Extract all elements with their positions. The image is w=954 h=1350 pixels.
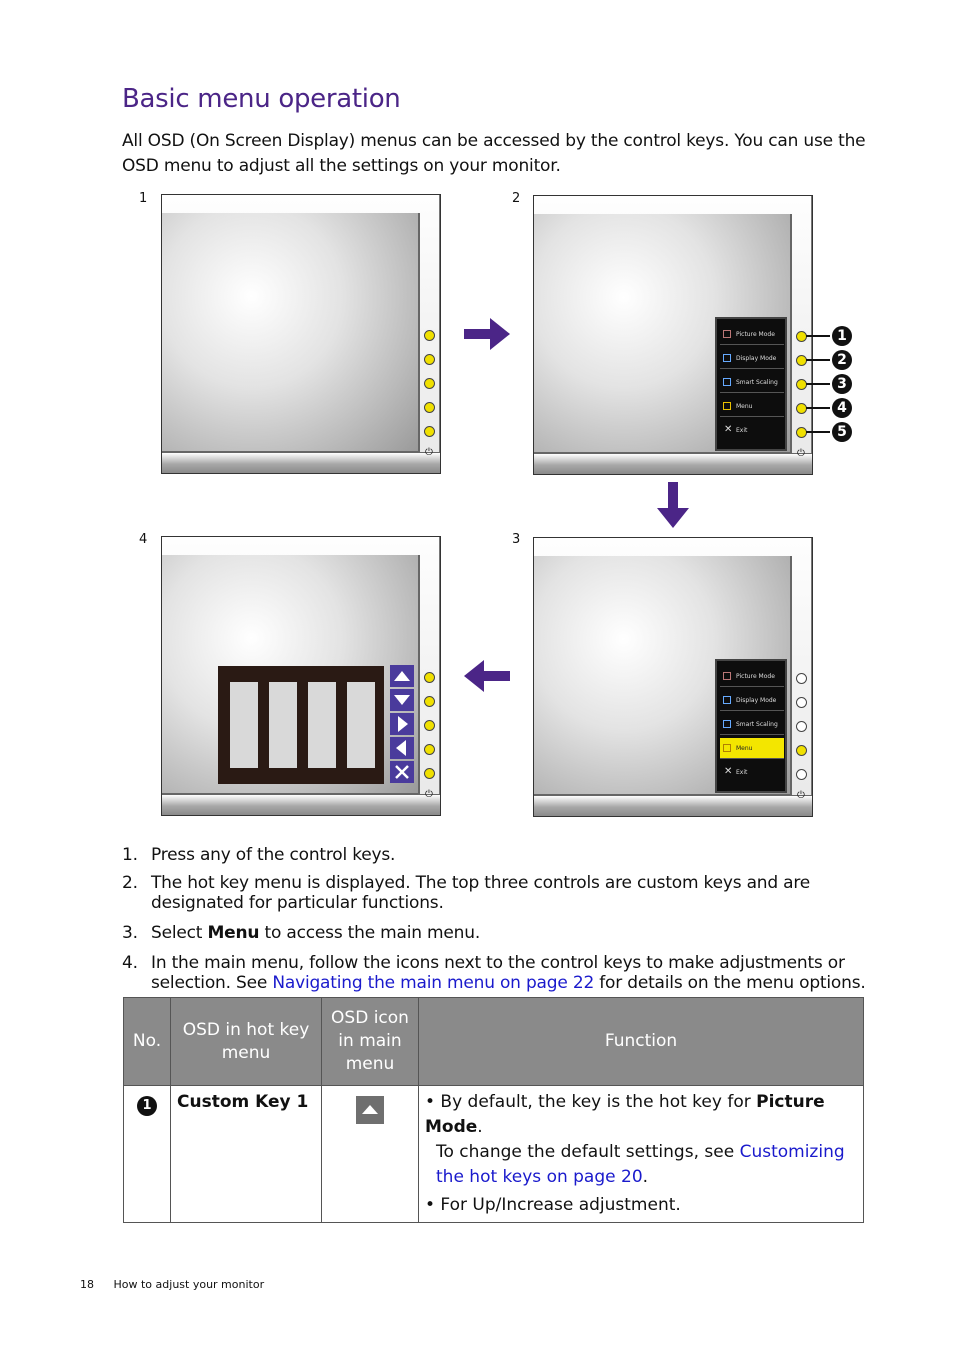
control-key (796, 745, 807, 756)
hotkey-cell: Custom Key 1 (170, 1085, 322, 1223)
table-header-icon: OSD icon in main menu (321, 997, 419, 1086)
intro-paragraph: All OSD (On Screen Display) menus can be… (122, 131, 866, 176)
power-icon: ⏻ (797, 790, 805, 801)
monitor-figure-4: ⏻ (161, 536, 441, 816)
arrow-left-icon (464, 660, 510, 692)
up-arrow-icon (394, 671, 410, 681)
table-header-hotkey: OSD in hot key menu (170, 997, 322, 1086)
row-number-badge: 1 (137, 1096, 157, 1116)
monitor-figure-1: ⏻ (161, 194, 441, 474)
table-row: 1 Custom Key 1 • By default, the key is … (123, 1085, 864, 1223)
list-item: 1.Press any of the control keys. (122, 845, 396, 865)
customizing-hot-keys-link[interactable]: Customizing the hot keys on page 20 (436, 1142, 845, 1187)
power-icon: ⏻ (425, 789, 433, 800)
arrow-down-icon (657, 482, 689, 528)
callout-3: 3 (832, 374, 852, 394)
control-key (424, 330, 435, 341)
monitor-figure-3: Picture Mode Display Mode Smart Scaling … (533, 537, 813, 817)
power-icon: ⏻ (425, 447, 433, 458)
smart-scaling-icon (723, 378, 731, 386)
control-key (424, 426, 435, 437)
list-item: 4.In the main menu, follow the icons nex… (122, 953, 866, 993)
menu-icon (723, 402, 731, 410)
page-title: Basic menu operation (122, 84, 401, 114)
hotkey-osd-menu: Picture Mode Display Mode Smart Scaling … (715, 317, 787, 451)
picture-mode-icon (723, 672, 731, 680)
callout-5: 5 (832, 422, 852, 442)
table-header-no: No. (123, 997, 171, 1086)
picture-mode-icon (723, 330, 731, 338)
control-key (424, 696, 435, 707)
left-arrow-icon (396, 740, 406, 756)
page-number: 18 (80, 1278, 94, 1291)
monitor-figure-2: Picture Mode Display Mode Smart Scaling … (533, 195, 813, 475)
callout-1: 1 (832, 326, 852, 346)
list-item: 2.The hot key menu is displayed. The top… (122, 873, 811, 913)
section-name: How to adjust your monitor (113, 1278, 265, 1291)
hotkey-osd-menu: Picture Mode Display Mode Smart Scaling … (715, 659, 787, 793)
display-mode-icon (723, 696, 731, 704)
close-icon: ✕ (724, 424, 733, 435)
callout-2: 2 (832, 350, 852, 370)
control-key (424, 402, 435, 413)
main-menu-icon-strip (390, 665, 414, 783)
control-key (796, 673, 807, 684)
close-icon: ✕ (724, 766, 733, 777)
figure-label-1: 1 (139, 191, 148, 206)
control-key (424, 744, 435, 755)
table-header-function: Function (418, 997, 864, 1086)
list-item: 3.Select Menu to access the main menu. (122, 923, 481, 943)
figure-label-2: 2 (512, 191, 521, 206)
control-key (424, 672, 435, 683)
power-icon: ⏻ (797, 448, 805, 459)
display-mode-icon (723, 354, 731, 362)
down-arrow-icon (394, 695, 410, 705)
figure-label-4: 4 (139, 532, 148, 547)
right-arrow-icon (398, 716, 408, 732)
control-key (424, 378, 435, 389)
control-key (424, 354, 435, 365)
control-key (796, 697, 807, 708)
page-footer: 18 How to adjust your monitor (80, 1278, 264, 1291)
control-key (796, 769, 807, 780)
arrow-right-icon (464, 318, 510, 350)
function-cell: • By default, the key is the hot key for… (418, 1085, 864, 1223)
steps-list: 1.Press any of the control keys. 2.The h… (122, 845, 867, 1001)
menu-icon (723, 744, 731, 752)
smart-scaling-icon (723, 720, 731, 728)
navigating-main-menu-link[interactable]: Navigating the main menu on page 22 (272, 973, 595, 993)
figure-label-3: 3 (512, 532, 521, 547)
control-key (424, 768, 435, 779)
control-key (424, 720, 435, 731)
function-table: No. OSD in hot key menu OSD icon in main… (123, 997, 864, 1223)
control-key (796, 721, 807, 732)
up-arrow-icon (356, 1096, 384, 1124)
main-osd-menu (218, 666, 384, 784)
callout-4: 4 (832, 398, 852, 418)
